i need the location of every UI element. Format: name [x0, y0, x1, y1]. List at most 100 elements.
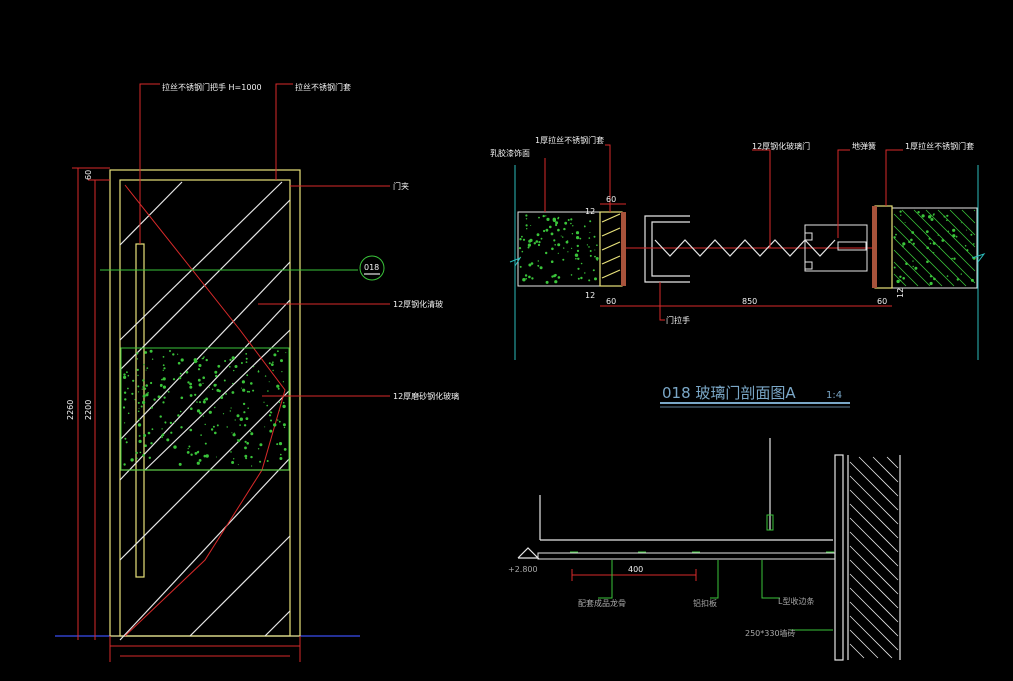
hatch-dot — [596, 244, 598, 246]
hatch-dot — [545, 215, 547, 217]
hatch-dot — [199, 411, 202, 415]
hatch-dot — [583, 225, 586, 228]
hatch-line — [961, 209, 976, 224]
hatch-dot — [138, 407, 140, 409]
hatch-dot — [929, 242, 932, 245]
hatch-dot — [525, 218, 528, 220]
hatch-dot — [911, 231, 915, 234]
hatch-dot — [550, 232, 554, 236]
hatch-dot — [189, 382, 193, 386]
hatch-dot — [589, 250, 592, 252]
hatch-dot — [277, 387, 280, 390]
hatch-dot — [970, 233, 973, 236]
hatch-dot — [244, 440, 247, 443]
hatch-dot — [186, 451, 190, 454]
hatch-line — [849, 629, 879, 659]
door-handle-bar — [135, 243, 145, 578]
handle-label: 拉丝不锈钢门把手 H=1000 — [162, 82, 262, 92]
hatch-dot — [225, 393, 228, 395]
hatch-line — [893, 225, 955, 287]
hatch-dot — [589, 232, 591, 233]
hatch-dot — [250, 382, 253, 385]
hatch-dot — [917, 211, 920, 214]
hatch-dot — [145, 384, 148, 387]
hatch-dot — [538, 241, 541, 244]
hatch-dot — [205, 358, 208, 362]
hatch-dot — [533, 242, 536, 245]
floor-spring-pivot — [837, 241, 867, 251]
hatch-dot — [257, 448, 260, 450]
dim-left-bottom-small: 12 — [585, 291, 595, 300]
hatch-dot — [904, 222, 906, 223]
hatch-dot — [201, 358, 203, 360]
hatch-dot — [270, 363, 274, 366]
hatch-dot — [946, 275, 949, 277]
hatch-dot — [190, 407, 193, 411]
hatch-line — [849, 545, 899, 595]
section-title: 018 玻璃门剖面图A — [662, 384, 796, 402]
hatch-dot — [259, 460, 262, 463]
hatch-dot — [243, 411, 246, 414]
keel-leader — [598, 560, 613, 599]
cover-right-label: 1厚拉丝不锈钢门套 — [905, 141, 974, 151]
hatch-dot — [528, 275, 531, 279]
hatch-line — [849, 601, 899, 651]
dim-right-bottom: 60 — [877, 297, 887, 306]
door-cover-leader — [275, 83, 293, 180]
hatch-dot — [268, 381, 270, 383]
hatch-dot — [594, 277, 597, 281]
hatch-dot — [187, 448, 189, 450]
hatch-dot — [902, 277, 905, 280]
hatch-dot — [150, 381, 153, 385]
hatch-dot — [196, 461, 200, 465]
hatch-dot — [167, 391, 170, 393]
hatch-dot — [570, 274, 573, 276]
hatch-dot — [580, 262, 583, 265]
handle-leader — [139, 83, 160, 244]
hatch-line — [849, 503, 899, 553]
hatch-dot — [179, 372, 182, 375]
hatch-dot — [243, 424, 247, 427]
hatch-dot — [145, 369, 147, 371]
hatch-dot — [929, 281, 933, 286]
hatch-dot — [216, 388, 220, 392]
right-break-mark — [971, 253, 986, 263]
hatch-dot — [144, 387, 147, 390]
hatch-dot — [194, 452, 198, 455]
hatch-dot — [952, 228, 956, 232]
hatch-dot — [245, 417, 249, 420]
hatch-dot — [956, 278, 959, 281]
hatch-dot — [929, 275, 933, 278]
hatch-dot — [137, 401, 140, 404]
hatch-dot — [268, 362, 271, 365]
hatch-dot — [557, 276, 561, 279]
hatch-dot — [899, 210, 902, 213]
hatch-dot — [527, 243, 532, 247]
hatch-dot — [143, 434, 147, 437]
right-door-frame — [874, 205, 893, 289]
hatch-dot — [912, 260, 914, 262]
hatch-dot — [584, 272, 586, 274]
hatch-dot — [926, 246, 929, 250]
hatch-dot — [273, 423, 277, 427]
hatch-dot — [567, 240, 569, 242]
hatch-dot — [212, 425, 215, 428]
hatch-dot — [893, 266, 896, 269]
hatch-dot — [196, 401, 198, 403]
hatch-dot — [223, 379, 226, 382]
hatch-dot — [576, 236, 580, 240]
hatch-dot — [268, 414, 272, 417]
hatch-dot — [237, 439, 241, 442]
hatch-dot — [553, 274, 556, 278]
hatch-dot — [136, 352, 139, 355]
hatch-dot — [914, 266, 918, 270]
hatch-dot — [214, 406, 216, 409]
hatch-dot — [173, 445, 177, 449]
hatch-dot — [188, 445, 191, 448]
hatch-dot — [928, 215, 932, 219]
hatch-dot — [239, 424, 241, 426]
hatch-dot — [588, 279, 591, 282]
hatch-dot — [281, 371, 283, 373]
hatch-dot — [245, 357, 248, 360]
